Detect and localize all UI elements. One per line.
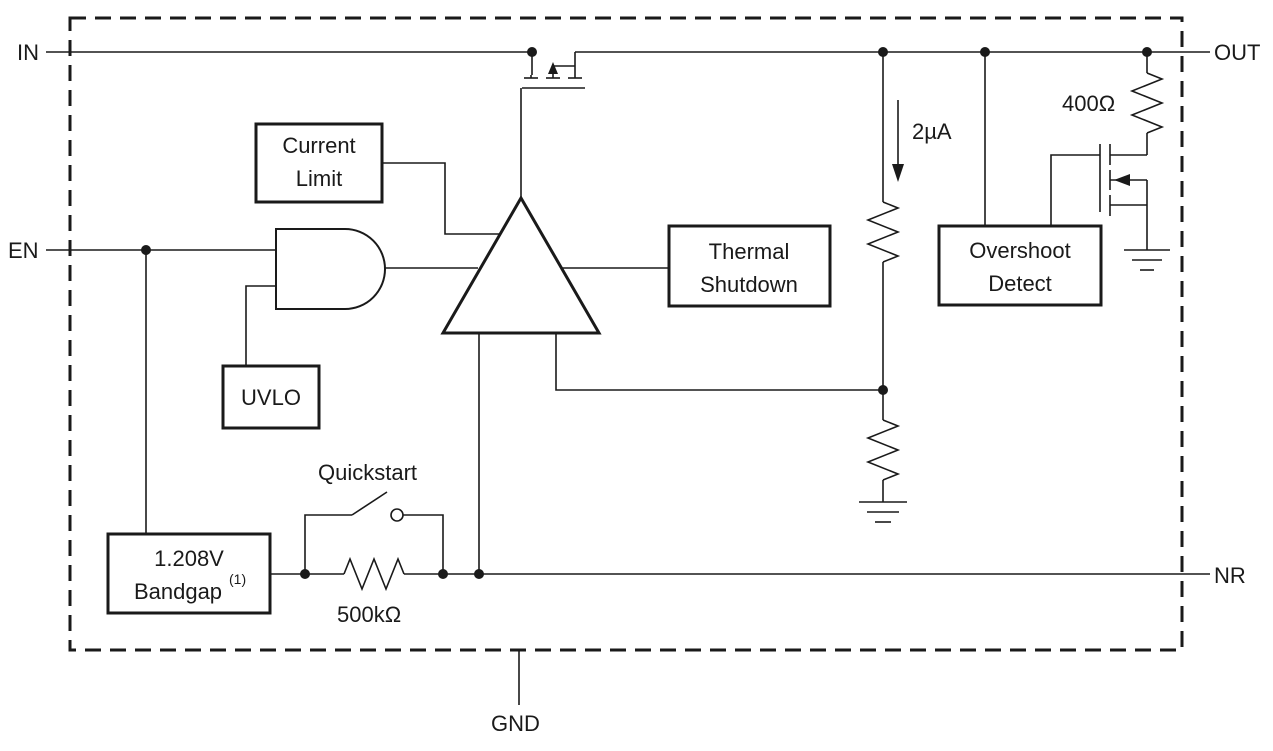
thermal-shutdown-label-2: Shutdown (700, 272, 798, 297)
overshoot-detect-label-1: Overshoot (969, 238, 1071, 263)
pin-out-label: OUT (1214, 40, 1260, 65)
thermal-shutdown-block: Thermal Shutdown (667, 224, 832, 308)
bandgap-footnote: (1) (229, 571, 246, 587)
error-amplifier (440, 195, 602, 335)
thermal-shutdown-label-1: Thermal (709, 239, 790, 264)
bandgap-label-2: Bandgap (134, 579, 222, 604)
overshoot-detect-label-2: Detect (988, 271, 1052, 296)
quickstart-label: Quickstart (318, 460, 417, 485)
uvlo-label: UVLO (241, 385, 301, 410)
current-limit-block: Current Limit (254, 122, 384, 204)
overshoot-detect-block: Overshoot Detect (937, 224, 1103, 307)
feedback-divider (859, 47, 907, 523)
nr-resistor-label: 500kΩ (337, 602, 401, 627)
bandgap-block: 1.208V Bandgap (1) (106, 532, 272, 615)
and-gate (275, 228, 386, 310)
current-source-arrow (892, 100, 904, 182)
pulldown-circuit (1050, 47, 1170, 271)
pin-gnd-label: GND (491, 711, 540, 736)
current-limit-label-1: Current (282, 133, 355, 158)
pass-transistor (46, 47, 1210, 198)
pulldown-resistor-label: 400Ω (1062, 91, 1115, 116)
current-source-label: 2µA (912, 119, 952, 144)
uvlo-block: UVLO (221, 364, 321, 430)
pin-in-label: IN (17, 40, 39, 65)
pin-nr-label: NR (1214, 563, 1246, 588)
bandgap-label-1: 1.208V (154, 546, 224, 571)
chip-boundary (68, 16, 1184, 652)
current-limit-label-2: Limit (296, 166, 342, 191)
pin-en-label: EN (8, 238, 39, 263)
quickstart-switch (304, 491, 444, 574)
